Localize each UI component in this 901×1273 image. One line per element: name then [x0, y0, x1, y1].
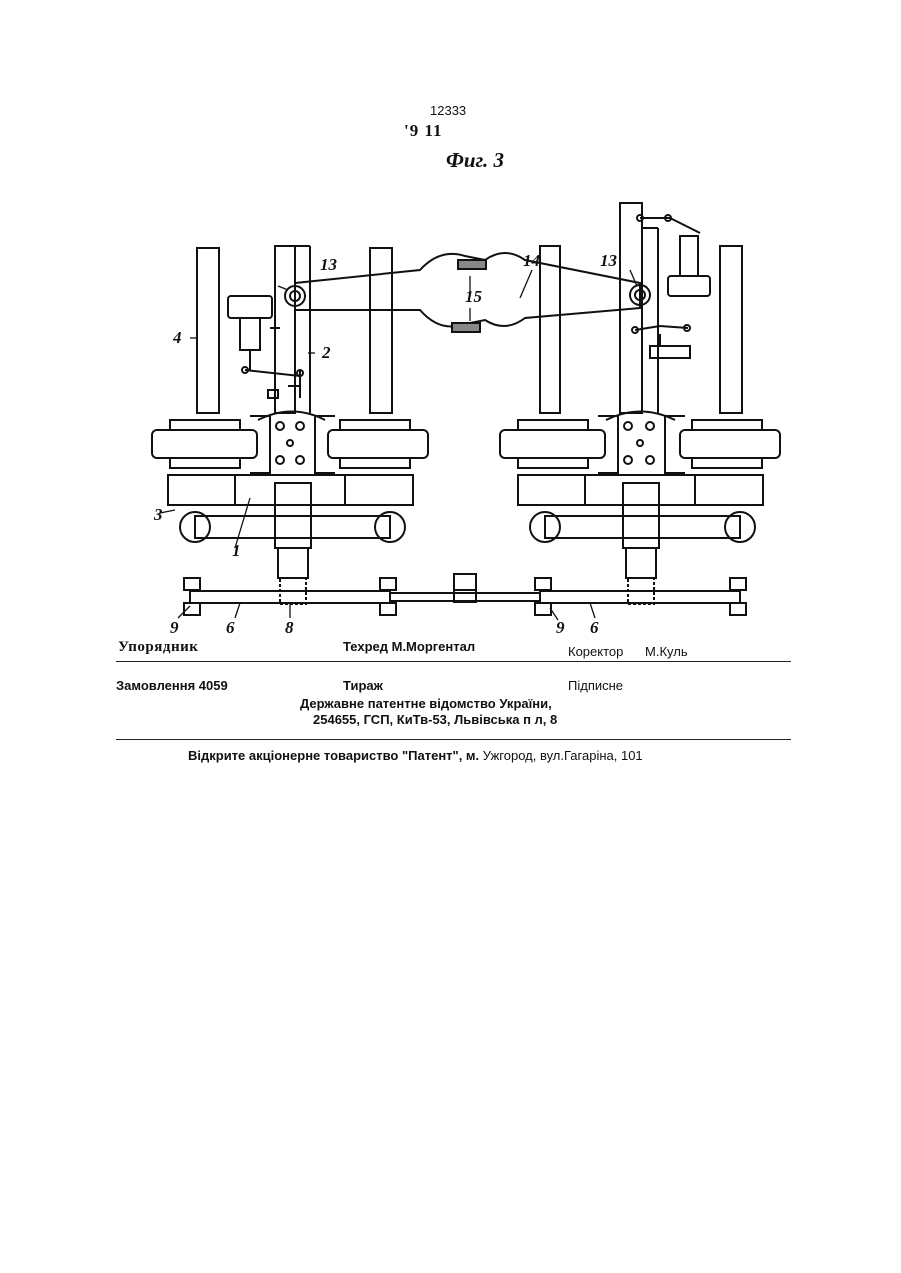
track-rail-center — [390, 593, 540, 601]
corrector-name: М.Куль — [645, 644, 688, 659]
callout-1: 1 — [232, 541, 241, 560]
left-column-inner — [275, 246, 295, 413]
publisher: Відкрите акціонерне товариство "Патент",… — [188, 748, 643, 763]
left-linkage — [245, 370, 300, 398]
callout-13-left: 13 — [320, 255, 338, 274]
insert-bottom — [452, 323, 480, 332]
track-rail-right — [540, 591, 740, 603]
order-number: Замовлення 4059 — [116, 678, 228, 693]
right-cylinder-lower — [650, 346, 690, 358]
callout-3: 3 — [153, 505, 163, 524]
left-carriage — [168, 475, 413, 505]
publisher-address: Ужгород, вул.Гагаріна, 101 — [479, 748, 643, 763]
divider-bottom — [116, 739, 791, 740]
corrector-label: Коректор — [568, 644, 623, 659]
right-cylinder-upper — [668, 276, 710, 296]
left-roller-b — [328, 430, 428, 458]
right-column-outer — [540, 246, 560, 413]
left-beam — [195, 516, 390, 538]
callout-15: 15 — [465, 287, 483, 306]
techred: Техред М.Моргентал — [343, 639, 475, 654]
right-roller-b — [680, 430, 780, 458]
left-cylinder — [228, 296, 272, 318]
page-code: '9 11 — [404, 121, 443, 141]
left-column-outer — [197, 248, 219, 413]
patent-number: 12333 — [430, 103, 466, 118]
signed: Підписне — [568, 678, 623, 693]
right-roller-a — [500, 430, 605, 458]
left-roller-a — [152, 430, 257, 458]
track-rail-left — [190, 591, 390, 603]
callout-6-right: 6 — [590, 618, 599, 637]
compiler-label: Упорядник — [118, 639, 198, 656]
divider-top — [116, 661, 791, 662]
callout-14: 14 — [523, 251, 540, 270]
office-line-1: Державне патентне відомство України, — [300, 696, 552, 711]
left-assembly — [152, 246, 428, 604]
right-carriage — [518, 475, 763, 505]
circulation: Тираж — [343, 678, 383, 693]
bottom-track — [184, 574, 746, 615]
figure-label: Фиг. 3 — [446, 148, 504, 173]
callout-9-left: 9 — [170, 618, 179, 637]
office-line-2: 254655, ГСП, КиТв-53, Львівська п л, 8 — [313, 712, 557, 727]
callout-6-left: 6 — [226, 618, 235, 637]
callout-4: 4 — [172, 328, 182, 347]
publisher-name: Відкрите акціонерне товариство "Патент",… — [188, 748, 479, 763]
callout-2: 2 — [321, 343, 331, 362]
callout-8: 8 — [285, 618, 294, 637]
technical-drawing: 13 13 14 15 4 2 3 1 9 6 8 9 6 — [140, 198, 790, 648]
callout-9-right: 9 — [556, 618, 565, 637]
right-beam — [545, 516, 740, 538]
insert-top — [458, 260, 486, 269]
callout-13-right: 13 — [600, 251, 618, 270]
right-column-right — [720, 246, 742, 413]
